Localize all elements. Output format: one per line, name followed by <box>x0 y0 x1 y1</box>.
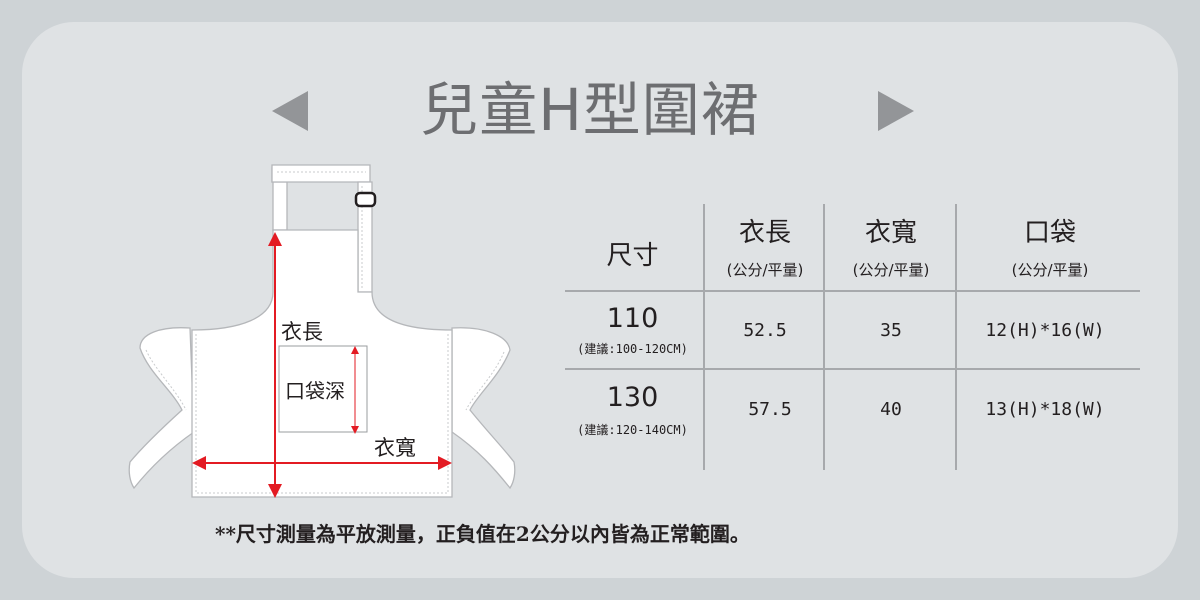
header-width-unit: (公分/平量) <box>852 261 930 279</box>
size-table: 尺寸 衣長 (公分/平量) 衣寬 (公分/平量) 口袋 (公分/平量) 110 … <box>565 200 1140 470</box>
row1-size: 110 <box>606 303 659 334</box>
row2-recommend: (建議:120-140CM) <box>577 423 688 437</box>
pocket-depth-label: 口袋深 <box>285 379 345 403</box>
column-divider <box>703 204 705 470</box>
row2-size: 130 <box>606 382 659 413</box>
apron-diagram: 衣長 口袋深 衣寬 <box>128 164 516 498</box>
header-length: 衣長 <box>738 218 791 248</box>
triangle-left-icon[interactable] <box>268 88 314 134</box>
measurement-note: **尺寸測量為平放測量，正負值在2公分以內皆為正常範圍。 <box>215 522 750 546</box>
page-title: 兒童H型圍裙 <box>420 76 760 144</box>
column-divider <box>955 204 957 470</box>
width-label: 衣寬 <box>374 436 416 460</box>
row2-width: 40 <box>880 399 902 420</box>
header-size: 尺寸 <box>606 241 659 271</box>
row1-recommend: (建議:100-120CM) <box>577 342 688 356</box>
row2-pocket: 13(H)*18(W) <box>985 399 1105 420</box>
header-length-unit: (公分/平量) <box>726 261 804 279</box>
row2-length: 57.5 <box>748 399 792 420</box>
header-pocket: 口袋 <box>1023 218 1076 248</box>
row1-pocket: 12(H)*16(W) <box>985 320 1105 341</box>
length-label: 衣長 <box>281 320 323 344</box>
header-width: 衣寬 <box>864 218 917 248</box>
row1-length: 52.5 <box>743 320 787 341</box>
row1-width: 35 <box>880 320 902 341</box>
header-pocket-unit: (公分/平量) <box>1011 261 1089 279</box>
row-divider <box>565 290 1140 292</box>
triangle-right-icon[interactable] <box>872 88 918 134</box>
row-divider <box>565 368 1140 370</box>
column-divider <box>823 204 825 470</box>
